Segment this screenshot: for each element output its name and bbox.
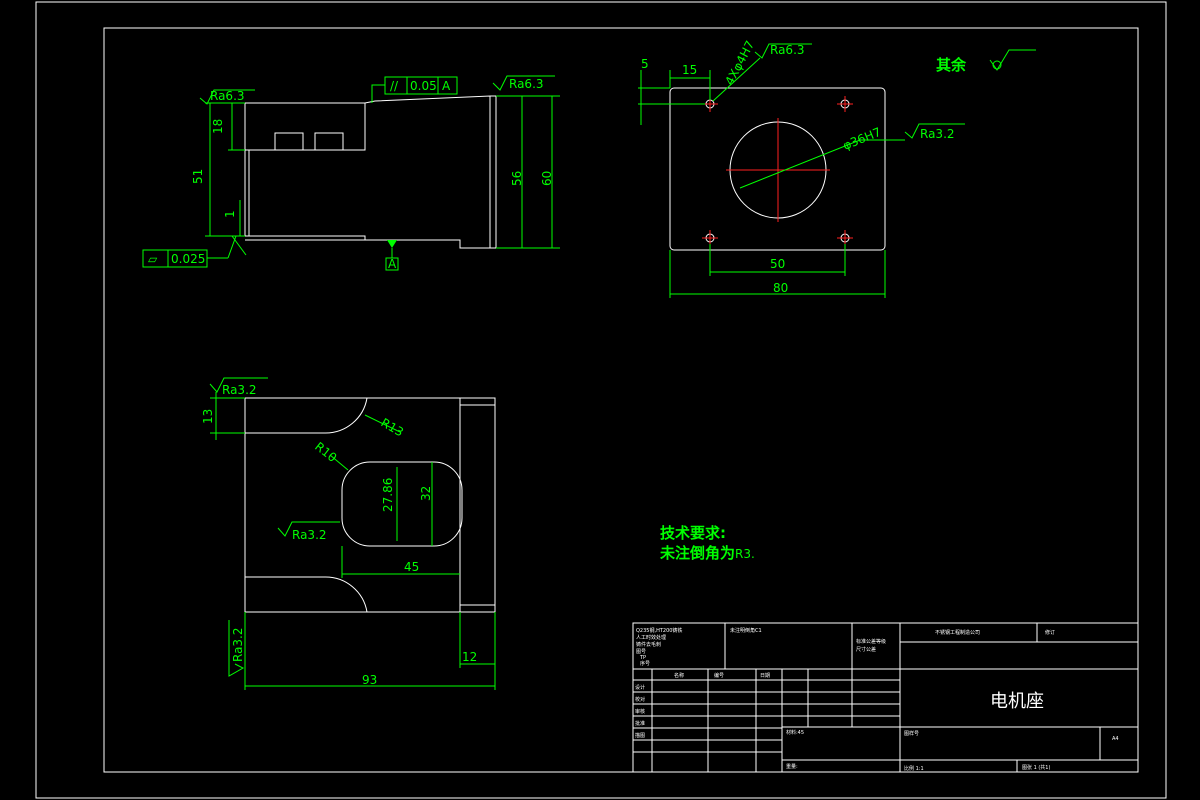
side-view [638, 43, 1036, 298]
title-block [632, 622, 1139, 773]
dim-51: 51 [191, 169, 205, 184]
dim-18: 18 [211, 119, 225, 134]
row-label-check: 校对 [635, 696, 645, 703]
weight-label: 重量: [786, 763, 798, 770]
hole-callout: 4Xφ4H7 [722, 38, 757, 87]
dim-15: 15 [682, 63, 697, 77]
dim-56: 56 [510, 171, 524, 186]
row-label-trace: 描图 [635, 732, 645, 739]
radius-13: R13 [379, 415, 406, 439]
ratio-label: 比例 1:1 [904, 765, 924, 772]
tech-req-note: 未注倒角为 [659, 544, 735, 562]
note-line-3: 铸件去毛刺 [636, 641, 661, 648]
company-name: 不锈钢工程制造公司 [935, 629, 980, 636]
note-line-4: 图号 [636, 649, 646, 655]
bolt-holes [702, 96, 853, 246]
parallelism-datum: A [442, 79, 451, 93]
dim-13: 13 [201, 409, 215, 424]
dim-27-86: 27.86 [381, 478, 395, 512]
material-label: 材料:45 [786, 729, 804, 736]
flatness-value: 0.025 [171, 252, 205, 266]
dim-60: 60 [540, 171, 554, 186]
part-name-title: 电机座 [990, 691, 1044, 712]
dim-12: 12 [462, 650, 477, 664]
other-surfaces-label: 其余 [936, 56, 967, 74]
row-label-approve: 批准 [635, 720, 645, 727]
side-view-annotations: 4Xφ4H7 Ra6.3 φ36H7 Ra3.2 5 15 50 80 其余 [641, 38, 967, 295]
dim-45: 45 [404, 560, 419, 574]
tech-req-note-value: R3. [735, 547, 755, 561]
note-line-5: TP [639, 655, 646, 661]
top-roughness: Ra3.2 [222, 383, 257, 397]
modification-label: 修订 [1045, 629, 1055, 636]
dim-50: 50 [770, 257, 785, 271]
parallelism-symbol: // [390, 79, 399, 93]
tech-req-title: 技术要求: [660, 524, 726, 542]
sheet-count-label: 图张 1 (共1) [1022, 764, 1050, 771]
datum-label: A [388, 257, 397, 271]
sheet-size-label: A4 [1112, 736, 1119, 742]
hole-roughness: Ra6.3 [770, 43, 805, 57]
front-view [142, 75, 560, 271]
note-line-1: Q235钢,HT200铸铁 [636, 627, 682, 634]
bore-roughness: Ra3.2 [920, 127, 955, 141]
drawing-frame [35, 1, 1167, 799]
flatness-symbol: ▱ [148, 252, 158, 266]
tolerance-note-1: 标准公差等级 [856, 638, 886, 645]
row-label-review: 审核 [635, 708, 645, 715]
radius-10: R10 [312, 439, 339, 465]
bore-callout: φ36H7 [841, 125, 883, 153]
note-line-6: 序号 [640, 660, 650, 667]
dim-5: 5 [641, 57, 649, 71]
title-block-text: Q235钢,HT200铸铁 人工时效处理 铸件去毛刺 图号 TP 序号 未注明倒… [635, 627, 1119, 772]
col-header-number: 编号 [714, 672, 724, 679]
dim-1: 1 [223, 210, 237, 218]
row-label-design: 设计 [635, 684, 645, 691]
chamfer-note: 未注明倒角C1 [730, 627, 762, 634]
col-header-date: 日期 [760, 673, 770, 679]
drawing-number-label: 图样号 [904, 730, 919, 737]
dim-80: 80 [773, 281, 788, 295]
left-roughness: Ra3.2 [231, 627, 245, 662]
front-view-annotations: Ra6.3 Ra6.3 // 0.05 A A ▱ 0.025 18 51 1 … [148, 77, 554, 271]
front-roughness-left: Ra6.3 [210, 89, 245, 103]
note-line-2: 人工时效处理 [636, 634, 666, 641]
col-header-name: 名称 [674, 672, 684, 679]
dim-32: 32 [419, 486, 433, 501]
slot-roughness: Ra3.2 [292, 528, 327, 542]
top-view-annotations: Ra3.2 Ra3.2 Ra3.2 13 R13 R10 27.86 32 45… [201, 383, 477, 687]
parallelism-value: 0.05 [410, 79, 437, 93]
technical-requirements: 技术要求: 未注倒角为 R3. [659, 524, 755, 562]
front-roughness-right: Ra6.3 [509, 77, 544, 91]
dim-93: 93 [362, 673, 377, 687]
tolerance-note-2: 尺寸公差 [856, 646, 876, 653]
top-view [209, 377, 496, 690]
